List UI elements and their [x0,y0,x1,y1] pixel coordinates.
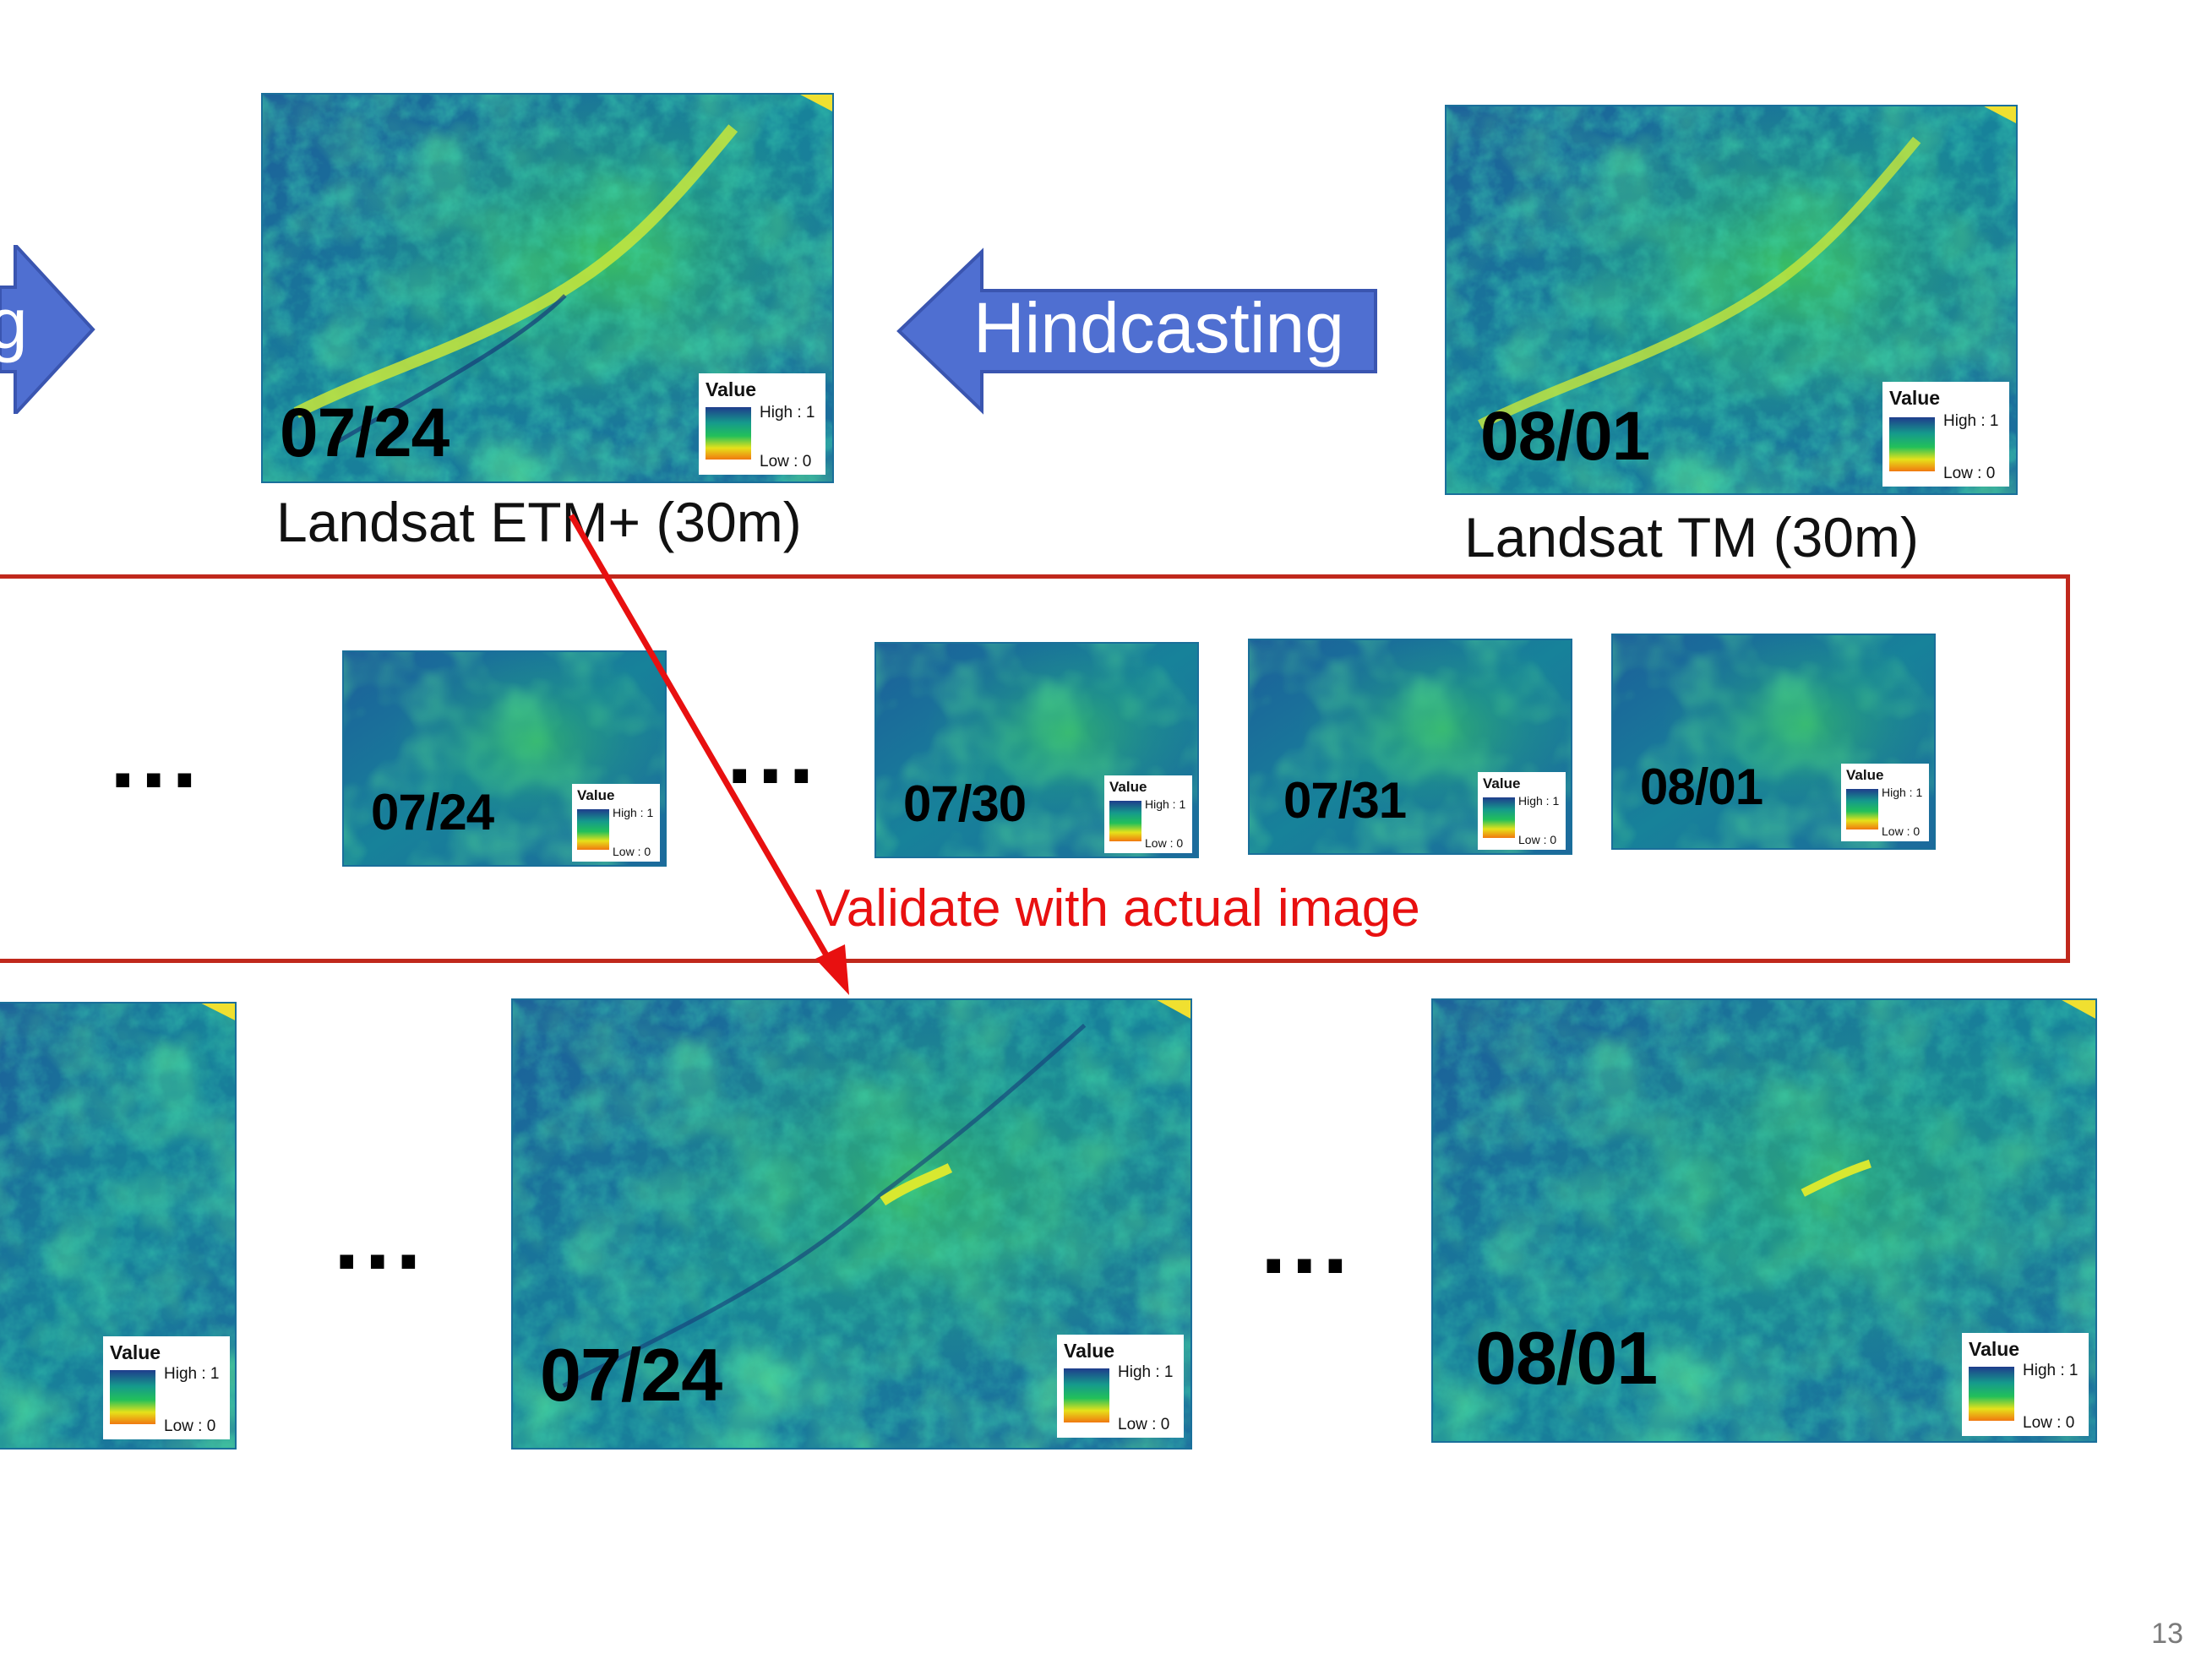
legend-low: Low : 0 [2023,1414,2075,1432]
map-date-label: 07/24 [540,1333,722,1417]
bottom-map-0801: 08/01 Value High : 1 Low : 0 [1431,998,2097,1443]
map-date-label: 07/30 [903,775,1027,832]
map-date-label: 07/24 [371,784,494,840]
top-caption-tm: Landsat TM (30m) [1464,506,1919,568]
validate-label: Validate with actual image [815,879,1420,938]
legend-low: Low : 0 [1518,833,1557,846]
legend-high: High : 1 [760,404,815,422]
legend-color-ramp [1969,1367,2014,1421]
legend-title: Value [1846,767,1884,783]
legend-high: High : 1 [1943,412,1999,430]
map-legend: Value High : 1 Low : 0 [699,373,825,475]
legend-title: Value [577,787,615,803]
legend-color-ramp [706,407,751,460]
legend-low: Low : 0 [1943,465,1996,482]
top-caption-etm: Landsat ETM+ (30m) [276,491,802,553]
map-legend: Value High : 1 Low : 0 [1841,764,1929,841]
legend-low: Low : 0 [613,845,651,858]
legend-color-ramp [1109,801,1141,841]
legend-high: High : 1 [1518,794,1560,808]
ellipsis-bottom-right: ... [1261,1189,1354,1293]
legend-color-ramp [577,809,609,850]
left-forecast-arrow [0,245,95,414]
map-date-label: 07/24 [280,394,449,471]
ellipsis-middle-left: ... [110,704,203,808]
legend-low: Low : 0 [1882,824,1921,838]
middle-map-0731: 07/31 Value High : 1 Low : 0 [1248,639,1572,855]
map-date-label: 08/01 [1640,759,1763,815]
legend-title: Value [706,378,757,400]
legend-color-ramp [1889,417,1935,471]
map-date-label: 07/31 [1283,772,1407,829]
map-legend: Value High : 1 Low : 0 [1057,1335,1184,1438]
ellipsis-middle-center: ... [727,699,820,803]
legend-title: Value [1109,779,1147,795]
legend-low: Low : 0 [1118,1416,1170,1433]
map-legend: Value High : 1 Low : 0 [1478,772,1566,850]
legend-title: Value [1483,775,1521,791]
map-legend: Value High : 1 Low : 0 [1962,1333,2089,1436]
legend-color-ramp [110,1370,155,1424]
map-date-label: 08/01 [1480,398,1650,475]
legend-high: High : 1 [1882,786,1923,799]
map-date-label: 08/01 [1475,1316,1658,1400]
legend-title: Value [1969,1338,2020,1360]
legend-high: High : 1 [164,1365,220,1383]
top-map-etm: 07/24 Value High : 1 Low : 0 [261,93,834,483]
legend-high: High : 1 [613,806,654,819]
legend-high: High : 1 [1145,797,1186,811]
legend-color-ramp [1846,789,1878,830]
legend-low: Low : 0 [164,1417,216,1435]
legend-title: Value [1889,387,1941,409]
legend-title: Value [1064,1340,1115,1362]
left-arrow-label: g [0,284,28,363]
legend-color-ramp [1483,797,1515,838]
top-map-tm: 08/01 Value High : 1 Low : 0 [1445,105,2018,495]
legend-color-ramp [1064,1368,1109,1422]
middle-map-0724: 07/24 Value High : 1 Low : 0 [342,650,667,867]
legend-high: High : 1 [1118,1363,1174,1381]
bottom-map-left: Value High : 1 Low : 0 [0,1002,237,1450]
map-legend: Value High : 1 Low : 0 [103,1336,230,1439]
legend-low: Low : 0 [760,453,812,471]
map-legend: Value High : 1 Low : 0 [1882,382,2009,487]
page-number: 13 [2151,1618,2183,1650]
simulated-series-frame [0,574,2070,963]
legend-title: Value [110,1341,161,1363]
legend-low: Low : 0 [1145,836,1184,850]
hindcasting-arrow [896,247,1377,415]
ellipsis-bottom-left: ... [334,1185,427,1289]
middle-map-0730: 07/30 Value High : 1 Low : 0 [874,642,1199,858]
bottom-map-0724: 07/24 Value High : 1 Low : 0 [511,998,1192,1450]
hindcasting-label: Hindcasting [973,288,1344,367]
map-legend: Value High : 1 Low : 0 [572,784,660,862]
map-legend: Value High : 1 Low : 0 [1104,775,1192,853]
middle-map-0801: 08/01 Value High : 1 Low : 0 [1611,634,1936,850]
legend-high: High : 1 [2023,1362,2079,1379]
